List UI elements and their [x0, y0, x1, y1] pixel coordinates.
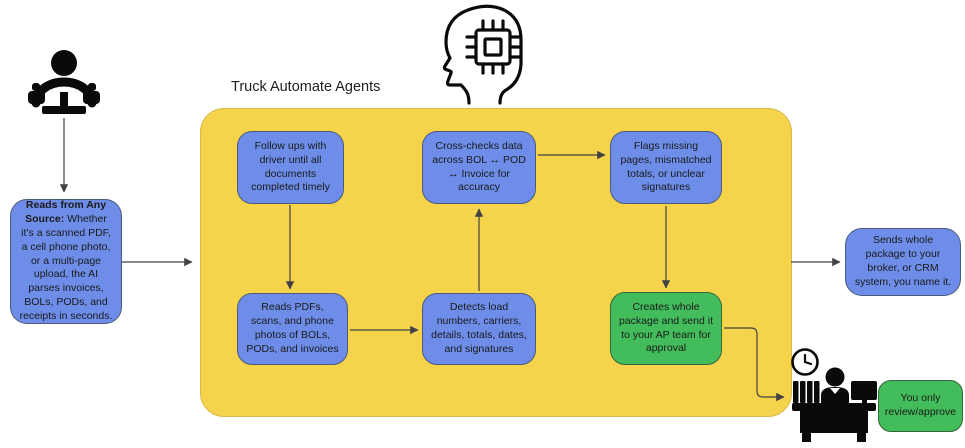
node-label: Flags missing pages, mismatched totals, … [620, 139, 712, 194]
diagram-title: Truck Automate Agents [231, 79, 381, 95]
driver-steering-wheel-icon [28, 50, 100, 114]
source-text: Reads from Any Source: Whether it’s a sc… [19, 199, 113, 323]
node-detects-details: Detects load numbers, carriers, details,… [422, 293, 536, 365]
reviewer-desk-icon [791, 348, 877, 442]
node-label: Detects load numbers, carriers, details,… [431, 301, 527, 355]
node-creates-package: Creates whole package and send it to you… [610, 292, 722, 365]
node-label: Creates whole package and send it to you… [619, 300, 713, 355]
node-label: Cross-checks data across BOL ↔ POD ↔ Inv… [432, 139, 526, 194]
node-flags-issues: Flags missing pages, mismatched totals, … [610, 131, 722, 204]
node-label: Follow ups with driver until all documen… [251, 139, 330, 194]
node-label: Reads PDFs, scans, and phone photos of B… [246, 301, 339, 355]
node-label: You only review/approve [884, 392, 957, 418]
node-reads-pdfs: Reads PDFs, scans, and phone photos of B… [237, 293, 348, 365]
node-reads-from-any-source: Reads from Any Source: Whether it’s a sc… [10, 199, 122, 324]
node-follow-ups: Follow ups with driver until all documen… [237, 131, 344, 204]
node-review-approve: You only review/approve [878, 380, 963, 432]
ai-chip-head-icon [442, 4, 523, 105]
node-cross-checks: Cross-checks data across BOL ↔ POD ↔ Inv… [422, 131, 536, 204]
node-sends-package: Sends whole package to your broker, or C… [845, 228, 961, 296]
node-label: Sends whole package to your broker, or C… [854, 234, 952, 288]
